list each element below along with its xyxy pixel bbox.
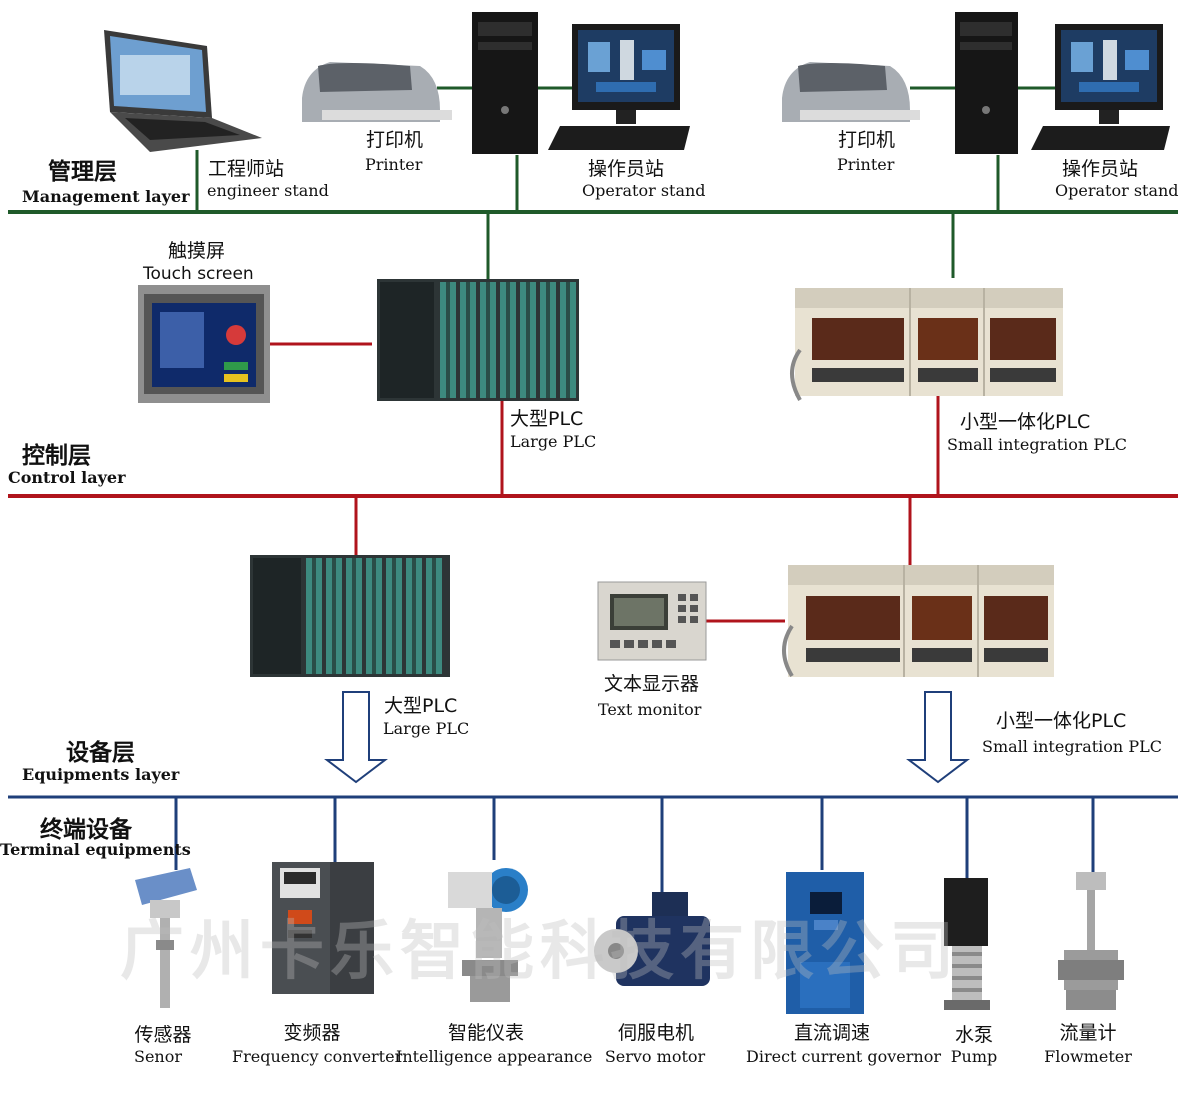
terminal-converter-label-cn: 变频器 xyxy=(283,1022,341,1044)
laptop-icon xyxy=(104,30,262,152)
operator2-label-cn: 操作员站 xyxy=(1062,158,1139,180)
touch-screen-label-cn: 触摸屏 xyxy=(168,240,226,262)
dc-governor-icon xyxy=(786,872,864,1014)
desktop-tower-icon xyxy=(472,12,538,154)
large-plc-label-cn: 大型PLC xyxy=(510,408,584,430)
pump-icon xyxy=(944,878,990,1010)
equipment-layer-title: 设备层 xyxy=(66,740,135,766)
desktop-computer-icon xyxy=(548,24,690,150)
terminal-servo-label-en: Servo motor xyxy=(604,1047,706,1066)
small-plc-icon xyxy=(790,288,1063,401)
large-plc-icon xyxy=(377,279,579,401)
terminal-governor-label-cn: 直流调速 xyxy=(793,1022,870,1044)
terminal-flowmeter-label-en: Flowmeter xyxy=(1044,1047,1132,1066)
sensor-icon xyxy=(135,868,197,1008)
small-plc-icon xyxy=(782,565,1054,678)
large-plc-label-en: Large PLC xyxy=(510,432,597,451)
desktop-tower-icon xyxy=(955,12,1018,154)
small-plc-label-cn: 小型一体化PLC xyxy=(960,411,1091,433)
touch-screen-label-en: Touch screen xyxy=(143,264,254,284)
printer1-label-cn: 打印机 xyxy=(366,129,424,151)
desktop-computer-icon xyxy=(1031,24,1170,150)
terminal-converter-label-en: Frequency converter xyxy=(232,1047,403,1066)
touch-screen-icon xyxy=(138,285,270,403)
control-wires xyxy=(270,342,940,623)
engineer-stand-label-en: engineer stand xyxy=(207,181,329,200)
operator1-label-en: Operator stand xyxy=(582,181,706,200)
printer2-label-cn: 打印机 xyxy=(838,129,896,151)
terminal-sensor-label-cn: 传感器 xyxy=(134,1024,192,1046)
equipment-small-plc-label-en: Small integration PLC xyxy=(982,737,1162,756)
engineer-stand-label-cn: 工程师站 xyxy=(208,158,285,180)
terminal-sensor-label-en: Senor xyxy=(133,1047,182,1066)
control-layer-subtitle: Control layer xyxy=(8,468,126,487)
equipment-large-plc-label-en: Large PLC xyxy=(383,719,470,738)
large-plc-icon xyxy=(250,555,450,677)
operator2-label-en: Operator stand xyxy=(1055,181,1179,200)
management-wires xyxy=(195,86,1055,280)
management-layer-subtitle: Management layer xyxy=(22,187,190,206)
terminal-servo-label-cn: 伺服电机 xyxy=(617,1022,694,1044)
terminal-governor-label-en: Direct current governor xyxy=(746,1047,942,1066)
down-arrow-icon xyxy=(906,691,970,784)
terminal-layer-title: 终端设备 xyxy=(40,817,132,843)
terminal-layer-subtitle: Terminal equipments xyxy=(0,840,191,859)
equipment-small-plc-label-cn: 小型一体化PLC xyxy=(996,710,1127,732)
printer2-label-en: Printer xyxy=(837,155,895,174)
printer-icon xyxy=(302,62,452,122)
terminal-meter-label-en: Intelligence appearance xyxy=(396,1047,593,1066)
equipment-large-plc-label-cn: 大型PLC xyxy=(384,695,458,717)
flowmeter-icon xyxy=(1058,872,1124,1010)
printer1-label-en: Printer xyxy=(365,155,423,174)
smart-meter-icon xyxy=(448,868,528,1002)
watermark: 广州卡乐智能科技有限公司 xyxy=(120,915,960,989)
text-monitor-label-en: Text monitor xyxy=(598,700,702,719)
frequency-converter-icon xyxy=(272,862,374,994)
terminal-pump-label-cn: 水泵 xyxy=(954,1024,993,1046)
printer-icon xyxy=(782,62,920,122)
text-monitor-icon xyxy=(597,581,707,661)
operator1-label-cn: 操作员站 xyxy=(588,158,665,180)
terminal-meter-label-cn: 智能仪表 xyxy=(447,1022,524,1044)
servo-motor-icon xyxy=(594,892,710,986)
management-layer-title: 管理层 xyxy=(48,159,117,185)
equipment-layer-subtitle: Equipments layer xyxy=(22,765,180,784)
down-arrow-icon xyxy=(324,691,388,784)
small-plc-label-en: Small integration PLC xyxy=(947,435,1127,454)
equipment-wires xyxy=(174,797,1095,895)
text-monitor-label-cn: 文本显示器 xyxy=(604,673,700,695)
terminal-flowmeter-label-cn: 流量计 xyxy=(1059,1022,1117,1044)
control-layer-title: 控制层 xyxy=(22,443,91,469)
terminal-pump-label-en: Pump xyxy=(950,1047,998,1066)
